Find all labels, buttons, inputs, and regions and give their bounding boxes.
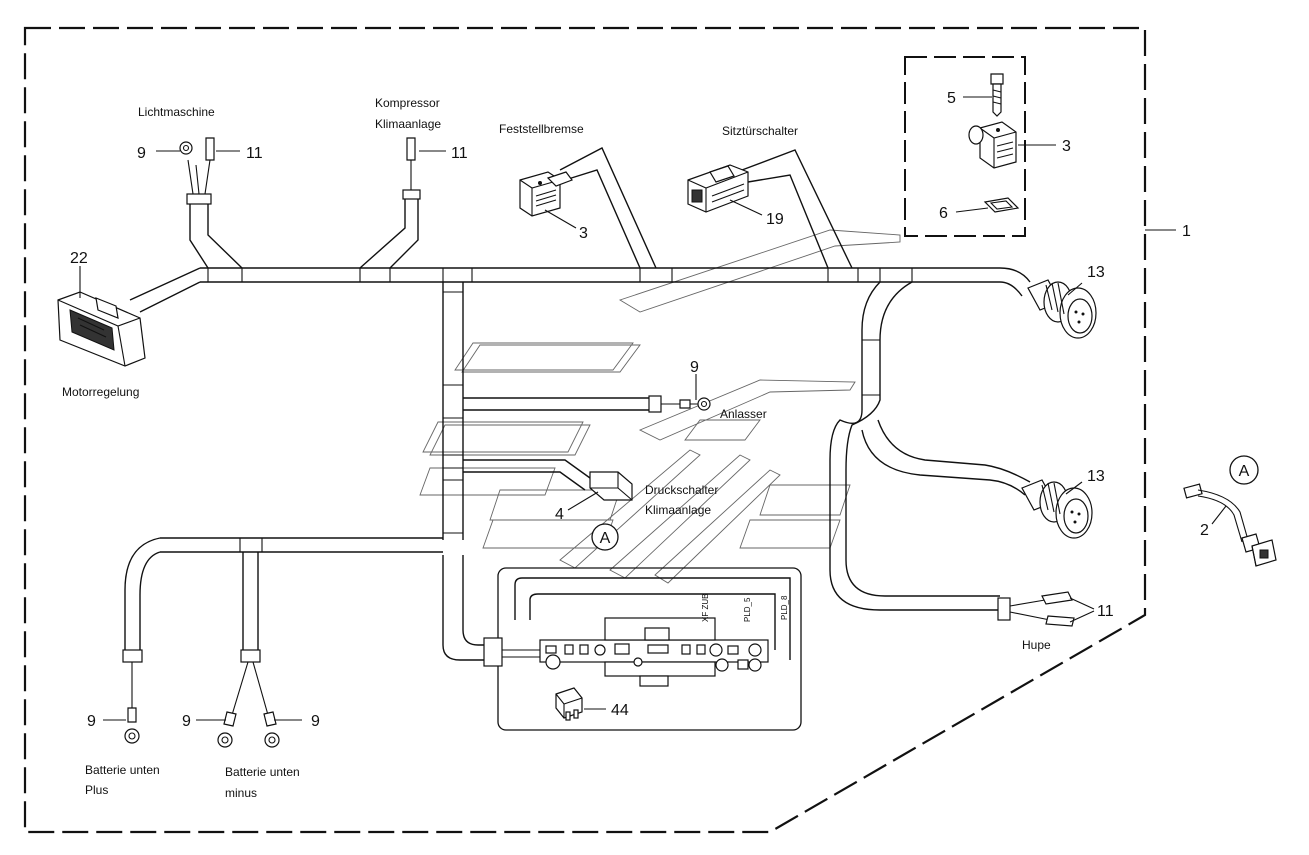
fuse-box-assembly: XF ZUB PLD_5 PLD_8: [483, 567, 802, 731]
label-sitztuerschalter: Sitztürschalter: [722, 124, 798, 138]
callout-44: 44: [611, 702, 629, 719]
detail-marker-a-detail: A: [1239, 463, 1250, 480]
pcb-label-xf: XF ZUB: [701, 594, 710, 622]
branch-kompressor: [359, 137, 421, 269]
label-kompressor: Kompressor: [375, 96, 440, 110]
callout-5: 5: [947, 90, 956, 107]
callout-6: 6: [939, 205, 948, 222]
label-batterie-minus-2: minus: [225, 786, 257, 800]
label-batterie-plus-1: Batterie unten: [85, 763, 160, 777]
pcb-label-pld8: PLD_8: [780, 595, 789, 620]
branch-motorregelung: [129, 267, 201, 313]
label-anlasser: Anlasser: [720, 407, 767, 421]
label-druckschalter: Druckschalter: [645, 483, 718, 497]
callout-9-minus-left: 9: [182, 713, 191, 730]
vertical-trunk: [442, 282, 488, 661]
branch-druckschalter: [463, 459, 633, 501]
label-motorregelung: Motorregelung: [62, 385, 139, 399]
detail-inset-box: [904, 56, 1026, 237]
callout-11-kompressor: 11: [451, 145, 468, 162]
connector-22-motorregelung: [57, 291, 146, 367]
callout-11-hupe: 11: [1097, 603, 1114, 620]
connector-13-bottom: [1021, 479, 1093, 539]
branch-lichtmaschine: [179, 137, 243, 269]
detail-marker-a-main-circle: [591, 523, 619, 551]
detail-screw-5: [990, 73, 1004, 117]
callout-1: 1: [1182, 223, 1191, 240]
branch-feststellbremse: [559, 147, 657, 269]
callout-13-top: 13: [1087, 264, 1105, 281]
fuse-part-44: [555, 687, 583, 721]
detail-marker-a-main: A: [600, 530, 611, 547]
detail-seal-6: [983, 197, 1020, 213]
callout-3-feststellbremse: 3: [579, 225, 588, 242]
label-batterie-minus-1: Batterie unten: [225, 765, 300, 779]
callout-9-minus-right: 9: [311, 713, 320, 730]
connector-3-feststellbremse: [519, 171, 573, 217]
branch-anlasser: [463, 395, 711, 413]
callout-2: 2: [1200, 522, 1209, 539]
branch-right-side: [829, 281, 1075, 627]
label-lichtmaschine: Lichtmaschine: [138, 105, 215, 119]
background-ghost-outlines: [419, 229, 901, 584]
main-harness-trunk: [200, 267, 1031, 297]
detail-marker-a-detail-circle: [1229, 455, 1259, 485]
callout-9-plus: 9: [87, 713, 96, 730]
pcb-label-pld5: PLD_5: [743, 597, 752, 622]
label-hupe: Hupe: [1022, 638, 1051, 652]
branch-sitztuerschalter: [741, 149, 853, 269]
callout-22: 22: [70, 250, 88, 267]
callout-9-anlasser: 9: [690, 359, 699, 376]
label-klimaanlage-2: Klimaanlage: [645, 503, 711, 517]
detail-connector-3: [968, 121, 1017, 169]
callout-19: 19: [766, 211, 784, 228]
label-batterie-plus-2: Plus: [85, 783, 108, 797]
callout-11-lichtmaschine: 11: [246, 145, 263, 162]
connector-19-sitztuerschalter: [687, 164, 749, 213]
branch-batteries: [122, 537, 443, 748]
label-feststellbremse: Feststellbremse: [499, 122, 584, 136]
label-klimaanlage-1: Klimaanlage: [375, 117, 441, 131]
callout-9-lichtmaschine: 9: [137, 145, 146, 162]
callout-13-bottom: 13: [1087, 468, 1105, 485]
callout-3-detail: 3: [1062, 138, 1071, 155]
pressure-switch-part-2: [1183, 483, 1277, 567]
assembly-boundary: [23, 26, 1147, 834]
connector-13-top: [1027, 279, 1097, 339]
leader-lines: [79, 96, 1227, 721]
callout-4: 4: [555, 506, 564, 523]
